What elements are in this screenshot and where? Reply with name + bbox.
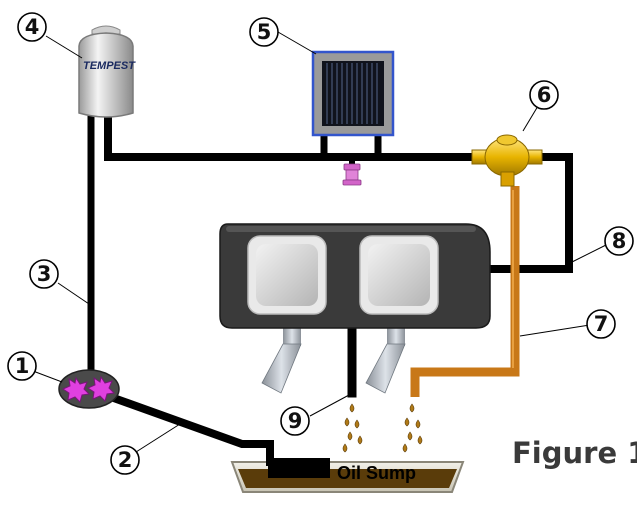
tank-cap xyxy=(91,25,121,35)
callout-4: 4 xyxy=(25,15,40,39)
callout-6: 6 xyxy=(537,83,552,107)
valve xyxy=(471,134,543,187)
callout-8: 8 xyxy=(612,229,627,253)
callout-leaders xyxy=(32,31,609,453)
line-return-orange xyxy=(410,186,520,397)
callout-3: 3 xyxy=(37,262,52,286)
pump-gear-left xyxy=(61,376,91,403)
cylinder-right-inner xyxy=(368,244,430,306)
callout-circle-8 xyxy=(604,226,634,256)
figure-label: Figure 1 xyxy=(512,436,637,470)
oil-cooler xyxy=(311,50,395,137)
callout-1: 1 xyxy=(15,354,30,378)
callout-circle-1 xyxy=(7,351,37,381)
callout-7: 7 xyxy=(594,312,609,336)
callout-circle-7 xyxy=(586,309,616,339)
callout-circle-5 xyxy=(249,17,279,47)
callout-circle-9 xyxy=(280,406,310,436)
callout-circle-2 xyxy=(110,445,140,475)
pump-gear-right xyxy=(86,375,116,402)
oil-tank: TEMPEST xyxy=(78,25,136,118)
tank-body xyxy=(78,32,134,118)
pink-nozzle xyxy=(342,163,362,186)
oil-pump xyxy=(58,369,120,409)
sump-label: Oil Sump xyxy=(337,463,416,483)
callout-5: 5 xyxy=(257,20,272,44)
callout-numbers: 1 2 3 4 5 6 7 8 9 xyxy=(15,15,627,472)
callout-9: 9 xyxy=(288,409,303,433)
cooler-core xyxy=(322,61,384,126)
cooler-fins xyxy=(326,63,378,124)
line-tank-to-valve xyxy=(104,114,482,161)
callout-2: 2 xyxy=(118,448,133,472)
oil-drips xyxy=(342,403,423,453)
callout-circles xyxy=(7,12,634,475)
tank-brand: TEMPEST xyxy=(83,60,136,72)
engine-top-highlight xyxy=(226,226,476,232)
pickup-foot xyxy=(268,458,330,478)
callout-circle-4 xyxy=(17,12,47,42)
oil-sump: Oil Sump xyxy=(230,458,465,493)
cylinder-left-inner xyxy=(256,244,318,306)
callout-circle-3 xyxy=(29,259,59,289)
line-valve-to-engine xyxy=(484,153,573,273)
engine xyxy=(219,223,491,394)
line-sump-to-pump xyxy=(102,390,274,466)
callout-circle-6 xyxy=(529,80,559,110)
